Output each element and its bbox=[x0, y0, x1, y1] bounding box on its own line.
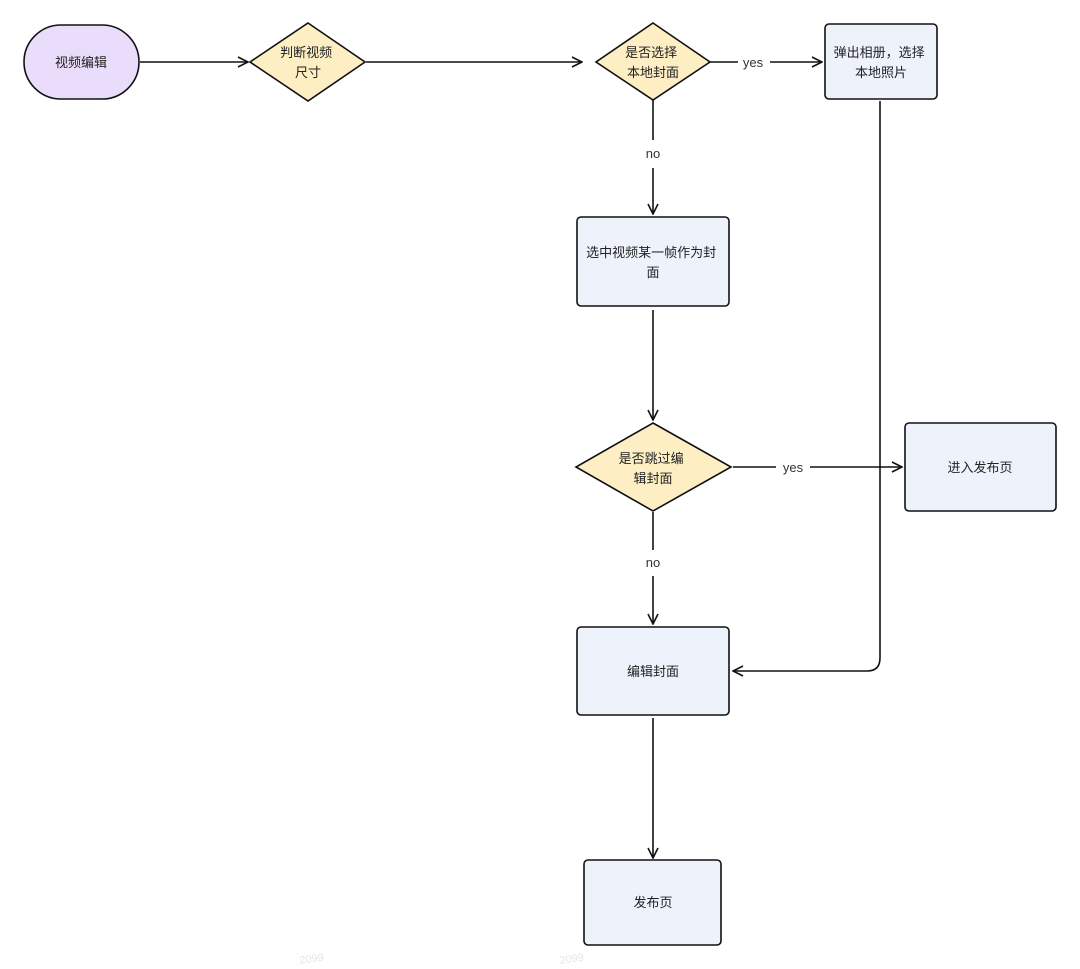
node-label: 发布页 bbox=[633, 895, 672, 910]
edge-label-skip-no: no bbox=[646, 555, 660, 570]
decision-diamond bbox=[594, 22, 712, 101]
node-label: 本地照片 bbox=[855, 65, 907, 80]
node-label: 选中视频某一帧作为封 bbox=[586, 245, 716, 260]
node-publish-final[interactable]: 发布页 bbox=[583, 859, 722, 946]
node-label: 是否跳过编 bbox=[619, 451, 684, 466]
node-start[interactable]: 视频编辑 bbox=[23, 24, 140, 100]
svg-text:弹出相册，选择 本地照片: 弹出相册，选择 本地照片 bbox=[834, 45, 929, 80]
node-label: 弹出相册，选择 bbox=[834, 45, 925, 60]
edge-label-choose-no: no bbox=[646, 146, 660, 161]
edge-label-skip-yes: yes bbox=[783, 460, 804, 475]
process-box bbox=[824, 23, 938, 100]
process-box bbox=[576, 216, 730, 307]
node-label: 尺寸 bbox=[295, 65, 321, 80]
node-edit-cover[interactable]: 编辑封面 bbox=[576, 626, 730, 716]
node-label: 是否选择 bbox=[625, 45, 677, 60]
svg-text:是否跳过编 辑封面: 是否跳过编 辑封面 bbox=[619, 451, 688, 486]
decision-diamond bbox=[248, 22, 367, 102]
decision-diamond bbox=[574, 422, 733, 512]
process-box bbox=[583, 859, 722, 946]
svg-text:进入发布页: 进入发布页 bbox=[947, 460, 1012, 475]
node-album-picker[interactable]: 弹出相册，选择 本地照片 bbox=[824, 23, 938, 100]
node-label: 视频编辑 bbox=[55, 55, 107, 70]
node-label: 判断视频 bbox=[280, 45, 332, 60]
node-pick-frame[interactable]: 选中视频某一帧作为封 面 bbox=[576, 216, 730, 307]
svg-text:编辑封面: 编辑封面 bbox=[627, 664, 679, 679]
node-label: 面 bbox=[646, 265, 659, 280]
node-enter-publish[interactable]: 进入发布页 bbox=[904, 422, 1057, 512]
node-choose-local-cover[interactable]: 是否选择 本地封面 bbox=[594, 22, 712, 101]
process-box bbox=[904, 422, 1057, 512]
process-box bbox=[576, 626, 730, 716]
svg-text:2099: 2099 bbox=[299, 952, 325, 967]
svg-text:选中视频某一帧作为封 面: 选中视频某一帧作为封 面 bbox=[586, 245, 720, 280]
edges bbox=[140, 62, 902, 858]
node-label: 本地封面 bbox=[627, 65, 679, 80]
node-label: 辑封面 bbox=[633, 471, 672, 486]
svg-text:2099: 2099 bbox=[559, 952, 585, 967]
edge-label-choose-yes: yes bbox=[743, 55, 764, 70]
node-judge-size[interactable]: 判断视频 尺寸 bbox=[248, 22, 367, 102]
svg-text:是否选择 本地封面: 是否选择 本地封面 bbox=[625, 45, 681, 80]
start-terminal-shape bbox=[23, 24, 140, 100]
node-label: 进入发布页 bbox=[947, 460, 1012, 475]
svg-text:视频编辑: 视频编辑 bbox=[55, 55, 107, 70]
node-skip-edit[interactable]: 是否跳过编 辑封面 bbox=[574, 422, 733, 512]
edge-album-to-edit bbox=[733, 101, 881, 671]
svg-text:判断视频 尺寸: 判断视频 尺寸 bbox=[280, 45, 336, 80]
svg-text:发布页: 发布页 bbox=[633, 895, 672, 910]
node-label: 编辑封面 bbox=[627, 664, 679, 679]
